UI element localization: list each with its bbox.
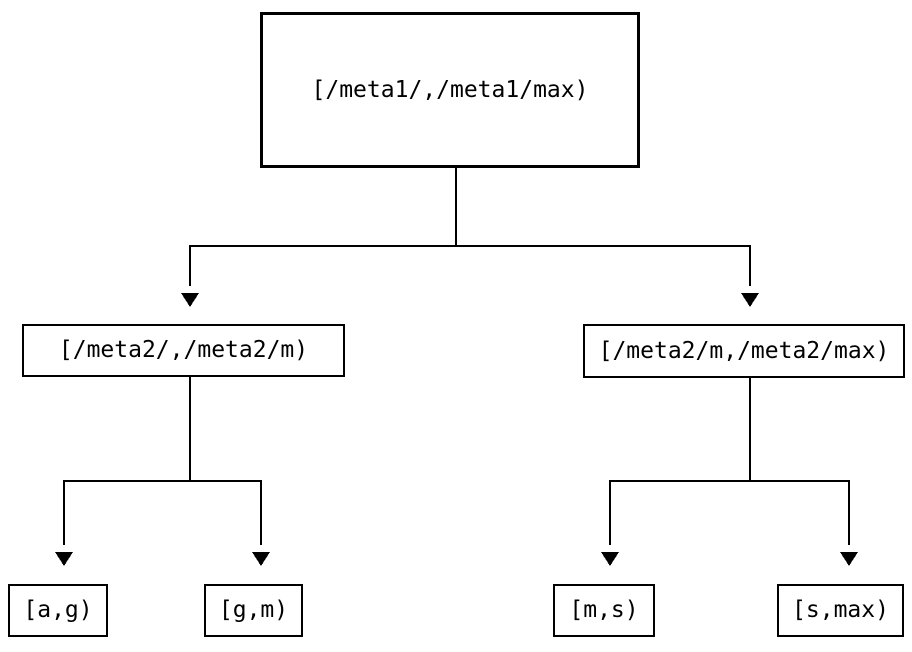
node-root-label: [/meta1/,/meta1/max) [311, 76, 589, 103]
node-meta2-right-label: [/meta2/m,/meta2/max) [598, 337, 890, 364]
node-leaf-smax: [s,max) [777, 584, 904, 637]
node-meta2-left: [/meta2/,/meta2/m) [22, 324, 345, 377]
node-leaf-gm-label: [g,m) [218, 597, 289, 623]
arrow-down-icon [55, 552, 73, 566]
node-leaf-gm: [g,m) [204, 584, 303, 637]
arrow-down-icon [741, 293, 759, 307]
arrow-down-icon [181, 293, 199, 307]
arrow-down-icon [252, 552, 270, 566]
arrow-down-icon [840, 552, 858, 566]
node-leaf-ag-label: [a,g) [23, 597, 93, 623]
node-meta2-right: [/meta2/m,/meta2/max) [583, 324, 905, 378]
node-leaf-ms: [m,s) [553, 584, 655, 637]
node-root: [/meta1/,/meta1/max) [260, 12, 640, 168]
arrow-down-icon [601, 552, 619, 566]
node-leaf-smax-label: [s,max) [792, 597, 889, 623]
node-leaf-ag: [a,g) [8, 584, 108, 637]
node-leaf-ms-label: [m,s) [569, 597, 639, 623]
node-meta2-left-label: [/meta2/,/meta2/m) [58, 337, 309, 363]
